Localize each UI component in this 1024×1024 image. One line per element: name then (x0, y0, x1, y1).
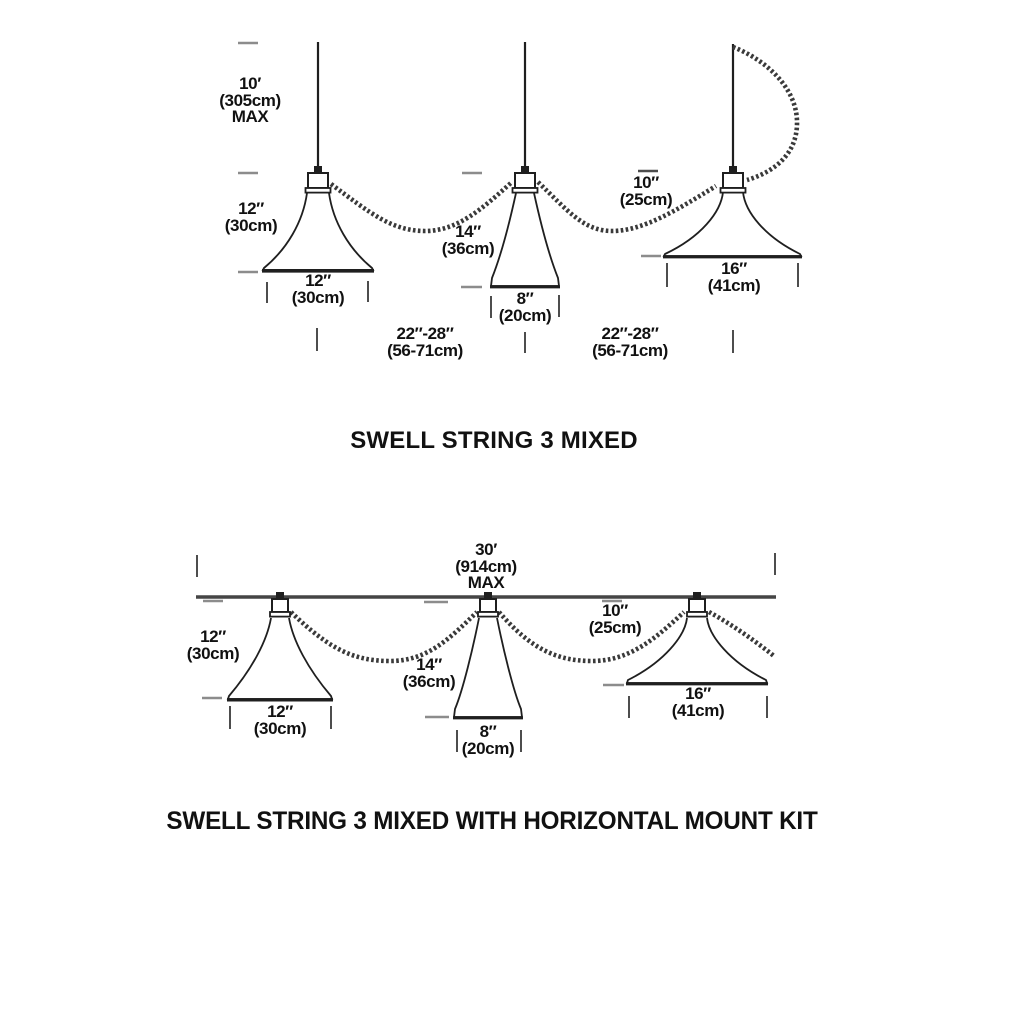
dim-label-spacing-right: 22″-28″ (56-71cm) (592, 324, 668, 360)
pendant2-cone-shade (489, 192, 561, 287)
dim-label-shade2-width: 8″ (20cm) (498, 289, 552, 325)
pendant3-bell-shade (662, 191, 803, 257)
dim-label-shade3-height: 10″ (25cm) (619, 173, 673, 209)
rail-pendant1-socket (269, 592, 291, 618)
rail-cord-swag-3 (707, 609, 776, 658)
dim-label-shade1-width: 12″ (30cm) (291, 271, 345, 307)
top-diagram-title: SWELL STRING 3 MIXED (350, 427, 638, 454)
dim-label-cord-max: 10′ (305cm) MAX (219, 74, 281, 126)
dim-label-rail-shade2-width: 8″ (20cm) (461, 722, 515, 758)
dim-label-spacing-left: 22″-28″ (56-71cm) (387, 324, 463, 360)
dim-label-rail-shade2-height: 14″ (36cm) (402, 655, 456, 691)
dim-label-shade1-height: 12″ (30cm) (224, 199, 278, 235)
dim-label-rail-shade1-height: 12″ (30cm) (186, 627, 240, 663)
rail-pendant2-cone-shade (452, 617, 524, 718)
cord-swag-2 (536, 180, 718, 234)
bottom-dim-ticks (196, 553, 776, 752)
dim-label-rail-shade3-height: 10″ (25cm) (588, 601, 642, 637)
pendant2-socket (511, 166, 539, 194)
pendant1-socket (304, 166, 332, 194)
rail-pendant1-bell-shade (226, 617, 334, 700)
rail-pendant3-socket (686, 592, 708, 618)
pendant3-socket (719, 166, 747, 194)
bottom-diagram-title: SWELL STRING 3 MIXED WITH HORIZONTAL MOU… (166, 807, 818, 835)
top-dim-ticks (266, 263, 799, 353)
rail-cord-swag-1 (289, 610, 479, 664)
dim-label-rail-shade3-width: 16″ (41cm) (671, 684, 725, 720)
cord-coil-loop (732, 44, 800, 183)
top-dim-dashes (238, 41, 661, 289)
cord-swag-1 (329, 180, 514, 234)
dim-label-shade3-width: 16″ (41cm) (707, 259, 761, 295)
bottom-diagram-lineart (196, 553, 776, 752)
pendant1-bell-shade (261, 192, 375, 271)
dim-label-rail-max: 30′ (914cm) MAX (455, 540, 517, 592)
dim-label-rail-shade1-width: 12″ (30cm) (253, 702, 307, 738)
rail-cord-swag-2 (497, 610, 686, 664)
rail-pendant3-bell-shade (625, 617, 769, 684)
bottom-dim-dashes (202, 599, 624, 719)
top-diagram-lineart (238, 41, 803, 353)
rail-pendant2-socket (477, 592, 499, 618)
dim-label-shade2-height: 14″ (36cm) (441, 222, 495, 258)
